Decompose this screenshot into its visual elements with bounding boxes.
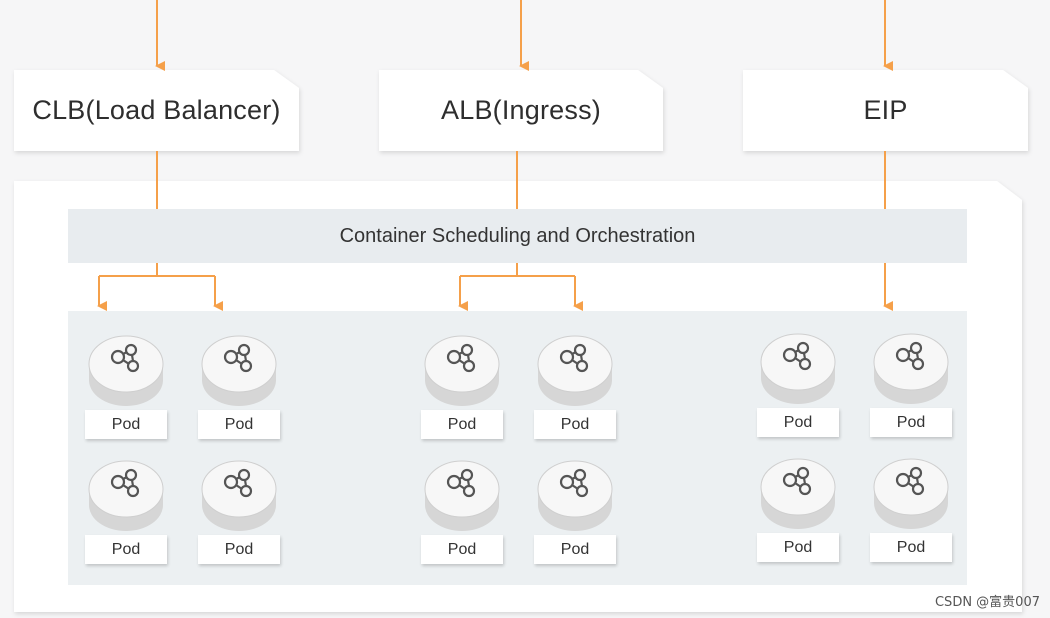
pod-label: Pod	[198, 410, 280, 439]
pod-7: Pod	[421, 458, 503, 564]
pod-label: Pod	[421, 410, 503, 439]
pod-1: Pod	[85, 333, 167, 439]
clb-label: CLB(Load Balancer)	[32, 95, 281, 125]
pod-label: Pod	[870, 408, 952, 437]
pod-label: Pod	[757, 408, 839, 437]
pod-label: Pod	[421, 535, 503, 564]
pod-12: Pod	[870, 456, 952, 562]
pod-cylinder	[760, 333, 836, 404]
pod-4: Pod	[198, 458, 280, 564]
pod-label: Pod	[85, 535, 167, 564]
branch-clb	[99, 263, 215, 277]
pod-cylinder	[537, 460, 613, 531]
eip-box	[743, 70, 1028, 151]
pod-cylinder	[201, 460, 277, 531]
pod-cylinder	[873, 333, 949, 404]
pod-cylinder	[873, 458, 949, 529]
pod-9: Pod	[757, 331, 839, 437]
eip-label: EIP	[863, 95, 908, 125]
network-nodes-icon	[782, 341, 812, 371]
pod-11: Pod	[757, 456, 839, 562]
pod-2: Pod	[198, 333, 280, 439]
pod-label: Pod	[757, 533, 839, 562]
network-nodes-icon	[223, 343, 253, 373]
alb-box	[379, 70, 663, 151]
network-nodes-icon	[559, 468, 589, 498]
network-nodes-icon	[446, 343, 476, 373]
pod-cylinder	[201, 335, 277, 406]
pod-8: Pod	[534, 458, 616, 564]
pod-label: Pod	[870, 533, 952, 562]
network-nodes-icon	[782, 466, 812, 496]
pod-3: Pod	[85, 458, 167, 564]
pod-5: Pod	[421, 333, 503, 439]
network-nodes-icon	[895, 341, 925, 371]
network-nodes-icon	[895, 466, 925, 496]
scheduling-band	[68, 209, 967, 263]
watermark: CSDN @富贵007	[934, 595, 1040, 610]
network-nodes-icon	[110, 343, 140, 373]
alb-label: ALB(Ingress)	[441, 95, 601, 125]
network-nodes-icon	[223, 468, 253, 498]
network-nodes-icon	[446, 468, 476, 498]
pod-cylinder	[537, 335, 613, 406]
pod-6: Pod	[534, 333, 616, 439]
branch-alb	[460, 263, 575, 277]
pod-cylinder	[88, 335, 164, 406]
pod-label: Pod	[85, 410, 167, 439]
network-nodes-icon	[559, 343, 589, 373]
pod-cylinder	[88, 460, 164, 531]
pod-cylinder	[424, 335, 500, 406]
pod-cylinder	[760, 458, 836, 529]
pod-label: Pod	[534, 410, 616, 439]
pod-label: Pod	[534, 535, 616, 564]
pod-10: Pod	[870, 331, 952, 437]
clb-box	[14, 70, 299, 151]
scheduling-label: Container Scheduling and Orchestration	[339, 224, 696, 247]
network-nodes-icon	[110, 468, 140, 498]
pod-label: Pod	[198, 535, 280, 564]
pod-cylinder	[424, 460, 500, 531]
